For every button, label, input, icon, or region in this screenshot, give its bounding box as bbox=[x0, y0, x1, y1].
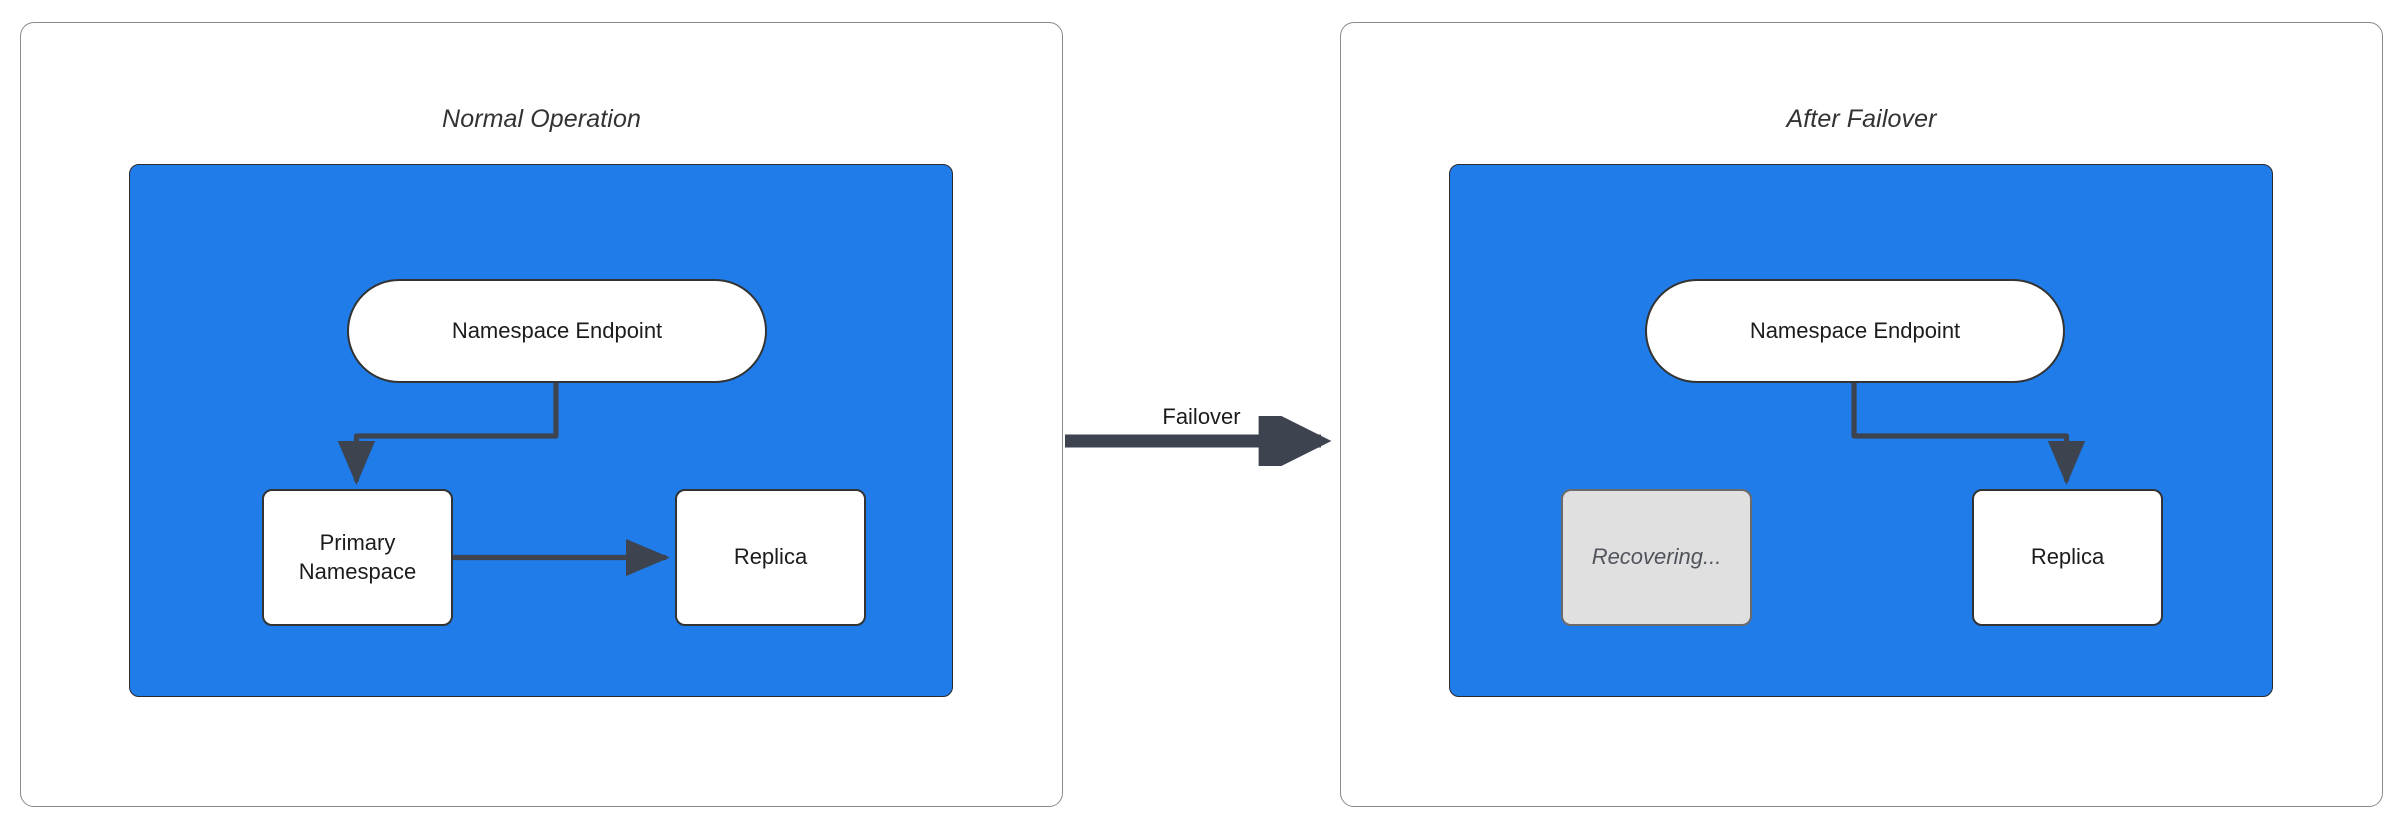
panel-title-after-failover: After Failover bbox=[1786, 105, 1937, 133]
node-primary-namespace[interactable]: Primary Namespace bbox=[262, 489, 453, 626]
node-namespace-endpoint-normal[interactable]: Namespace Endpoint bbox=[347, 279, 767, 383]
panel-normal-operation: Normal Operation Namespace Endpoint bbox=[20, 22, 1063, 807]
node-primary-namespace-label: Primary Namespace bbox=[299, 529, 416, 585]
node-namespace-endpoint-failover[interactable]: Namespace Endpoint bbox=[1645, 279, 2065, 383]
failover-transition-arrow bbox=[1065, 416, 1332, 466]
node-primary-line-1: Primary bbox=[319, 530, 396, 556]
node-primary-line-2: Namespace bbox=[298, 558, 417, 584]
panel-after-failover: After Failover Namespace Endpoint Recove… bbox=[1340, 22, 2383, 807]
node-recovering[interactable]: Recovering... bbox=[1561, 489, 1752, 626]
edge-endpoint-to-replica bbox=[1851, 379, 2086, 485]
node-replica-normal[interactable]: Replica bbox=[675, 489, 866, 626]
node-replica-failover[interactable]: Replica bbox=[1972, 489, 2163, 626]
edge-endpoint-to-primary bbox=[337, 379, 559, 485]
zone-normal-operation: Namespace Endpoint Primary Namespace Rep… bbox=[129, 164, 953, 697]
failover-transition-label: Failover bbox=[1162, 404, 1241, 429]
panel-title-normal-operation: Normal Operation bbox=[442, 105, 641, 133]
edge-label-data-replication: Data Replication bbox=[408, 352, 557, 373]
zone-after-failover: Namespace Endpoint Recovering... Replica bbox=[1449, 164, 2273, 697]
